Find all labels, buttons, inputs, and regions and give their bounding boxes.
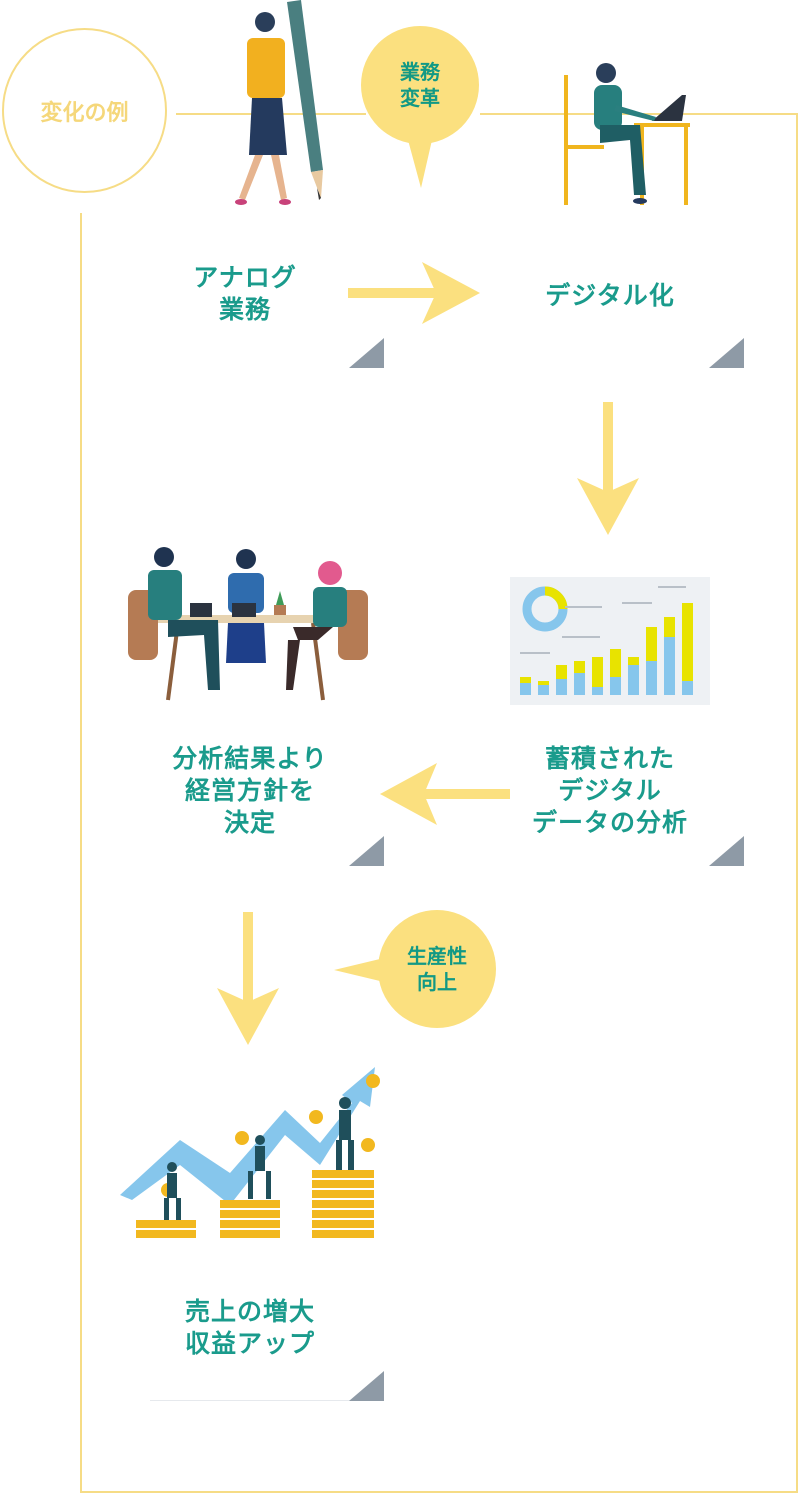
bubble-productivity-label: 生産性 向上 [407, 944, 467, 994]
dashboard-illustration [510, 577, 710, 705]
corner-marker-digital [709, 338, 744, 368]
step-digitalization: デジタル化 [545, 281, 675, 310]
growth-illustration [120, 1067, 380, 1238]
result-underline [150, 1400, 350, 1401]
corner-marker-analysis [709, 836, 744, 866]
bubble-top-tail [408, 140, 432, 188]
woman-desk-illustration [564, 63, 690, 205]
arrow-digital-to-analysis [577, 402, 639, 535]
corner-marker-decision [349, 836, 384, 866]
arrow-decision-to-result [217, 912, 279, 1045]
step-decision: 分析結果より 経営方針を 決定 [172, 744, 328, 837]
step-data-analysis: 蓄積された デジタル データの分析 [531, 744, 688, 837]
bubble-bottom-tail [334, 958, 384, 982]
flow-frame [80, 113, 798, 1493]
step-sales-increase: 売上の増大 収益アップ [184, 1297, 315, 1358]
start-circle: 変化の例 [2, 28, 167, 193]
step-analog-business: アナログ 業務 [193, 263, 297, 324]
woman-pencil-illustration [235, 0, 323, 205]
meeting-illustration [128, 547, 368, 701]
corner-marker-analog [349, 338, 384, 368]
arrow-analysis-to-decision [380, 763, 510, 825]
bubble-productivity: 生産性 向上 [378, 910, 496, 1028]
bubble-business-reform: 業務 変革 [361, 26, 479, 144]
start-label: 変化の例 [40, 100, 129, 126]
arrow-analog-to-digital [348, 262, 480, 324]
bubble-business-reform-label: 業務 変革 [400, 60, 440, 110]
corner-marker-result [349, 1371, 384, 1401]
